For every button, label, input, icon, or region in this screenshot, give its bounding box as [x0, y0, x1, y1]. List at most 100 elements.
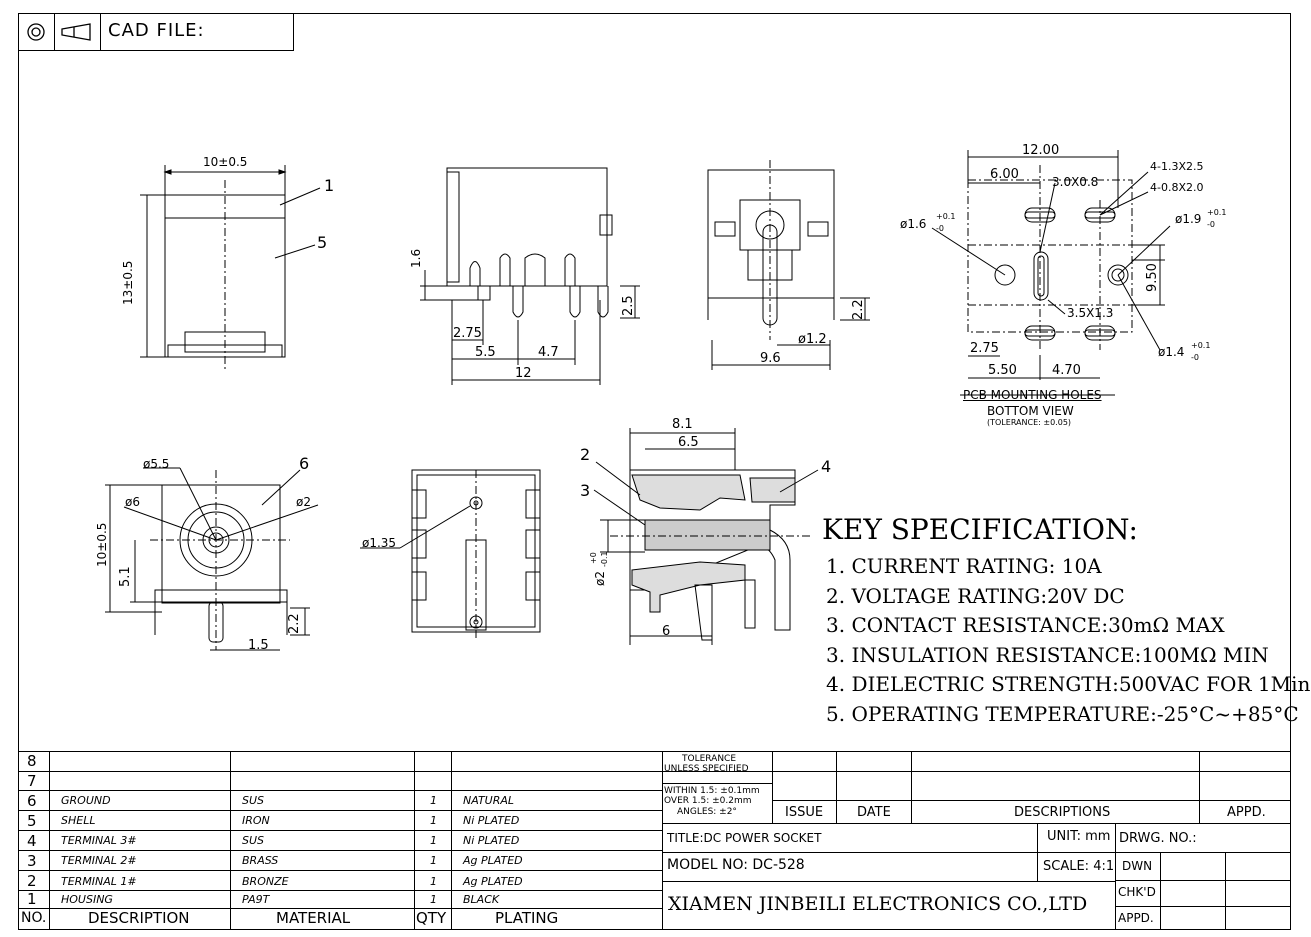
bom-row-plating: BLACK: [463, 893, 500, 906]
bom-row-no: 2: [27, 872, 37, 890]
balloon-4: 4: [821, 457, 832, 476]
cad-file-label: CAD FILE:: [108, 20, 205, 41]
rear-dim-dia1-2: ø1.2: [798, 332, 827, 347]
bom-row-qty: 1: [430, 893, 437, 906]
company-name: XIAMEN JINBEILI ELECTRONICS CO.,LTD: [668, 893, 1088, 915]
pcb-holes-0-8x2-0: 4-0.8X2.0: [1150, 181, 1204, 194]
side-dim-5-5: 5.5: [475, 345, 496, 360]
bom-row-qty: 1: [430, 854, 437, 867]
pcb-holes-1-3x2-5: 4-1.3X2.5: [1150, 160, 1204, 173]
bom-row-mat: SUS: [242, 834, 265, 847]
face-view: [105, 467, 319, 651]
front-height-dim: 13±0.5: [121, 260, 135, 305]
balloon-1: 1: [324, 176, 335, 195]
tolerance-angles: ANGLES: ±2°: [677, 807, 737, 817]
bom-row-plating: Ni PLATED: [463, 814, 520, 827]
rear-dim-9-6: 9.6: [760, 351, 781, 366]
tolerance-label: TOLERANCE: [682, 754, 737, 764]
face-dia-2: ø2: [296, 495, 311, 509]
model-number: MODEL NO: DC-528: [667, 857, 805, 873]
side-view: [420, 167, 640, 385]
bom-row-desc: HOUSING: [61, 893, 113, 906]
face-dia-5-5: ø5.5: [143, 457, 170, 471]
balloon-5: 5: [317, 233, 328, 252]
front-width-dim: 10±0.5: [203, 155, 248, 169]
appd-label: APPD.: [1227, 805, 1266, 820]
key-spec-item: 4. DIELECTRIC STRENGTH:500VAC FOR 1Min: [826, 672, 1311, 696]
side-dim-2-75: 2.75: [453, 326, 482, 341]
bom-row-no: 5: [27, 812, 37, 830]
front-view: [140, 165, 321, 370]
date-label: DATE: [857, 805, 891, 820]
key-spec-item: 5. OPERATING TEMPERATURE:-25°C~+85°C: [826, 702, 1299, 726]
pcb-dia-1-4-tol-up: +0.1: [1191, 341, 1211, 350]
drawn-by-label: DWN: [1122, 859, 1153, 873]
face-dia-6: ø6: [125, 495, 140, 509]
bom-row-no: 7: [27, 772, 37, 790]
pcb-dia-1-4-tol-dn: -0: [1191, 353, 1199, 362]
key-spec-item: 2. VOLTAGE RATING:20V DC: [826, 584, 1125, 608]
face-dim-5-1: 5.1: [118, 566, 133, 587]
top-view: [360, 469, 541, 640]
balloon-6: 6: [299, 454, 310, 473]
section-dim-6-5: 6.5: [678, 435, 699, 450]
key-spec-title: KEY SPECIFICATION:: [822, 513, 1138, 546]
pcb-subtitle: BOTTOM VIEW: [987, 404, 1074, 418]
drawing-number-label: DRWG. NO.:: [1119, 831, 1197, 846]
pcb-dia-1-6-tol-up: +0.1: [936, 212, 956, 221]
scale-label: SCALE: 4:1: [1043, 859, 1115, 874]
checked-label: CHK'D: [1118, 885, 1156, 899]
section-pin-tol-dn: -0.1: [600, 551, 609, 567]
bom-row-plating: NATURAL: [463, 794, 515, 807]
section-view: [593, 428, 819, 645]
key-spec-item: 3. INSULATION RESISTANCE:100MΩ MIN: [826, 643, 1269, 667]
pcb-slot-3-5x1-3: 3.5X1.3: [1067, 306, 1114, 320]
bom-row-mat: PA9T: [242, 893, 270, 906]
section-dim-8-1: 8.1: [672, 417, 693, 432]
tolerance-unless: UNLESS SPECIFIED: [664, 764, 749, 774]
bom-row-no: 1: [27, 890, 37, 908]
projection-circle-icon: [27, 23, 45, 41]
bom-row-desc: TERMINAL 3#: [61, 834, 137, 847]
bom-row-plating: Ag PLATED: [463, 854, 523, 867]
pcb-slot-3x0-8: 3.0X0.8: [1052, 175, 1099, 189]
projection-cone-icon: [61, 23, 91, 41]
technical-drawing: [105, 150, 1171, 651]
bom-row-desc: GROUND: [61, 794, 111, 807]
pcb-dim-5-5: 5.50: [988, 363, 1017, 378]
bom-row-no: 4: [27, 832, 37, 850]
face-dim-1-5: 1.5: [248, 638, 269, 653]
section-pin-tol-up: +0: [589, 552, 598, 564]
pcb-dia-1-9-tol-up: +0.1: [1207, 208, 1227, 217]
balloon-2: 2: [580, 445, 591, 464]
approved-label: APPD.: [1118, 911, 1154, 925]
section-pin-dia: ø2: [593, 571, 607, 586]
pcb-dim-9-5: 9.50: [1145, 263, 1160, 292]
pcb-dim-4-7: 4.70: [1052, 363, 1081, 378]
bom-header-material: MATERIAL: [276, 909, 351, 927]
pcb-dia-1-9: ø1.9: [1175, 212, 1202, 226]
balloon-3: 3: [580, 481, 591, 500]
bom-row-mat: BRASS: [242, 854, 279, 867]
side-dim-4-7: 4.7: [538, 345, 559, 360]
bom-row-no: 8: [27, 752, 37, 770]
key-spec-item: 1. CURRENT RATING: 10A: [826, 554, 1102, 578]
bom-row-plating: Ag PLATED: [463, 875, 523, 888]
drawing-title: TITLE:DC POWER SOCKET: [667, 831, 822, 845]
pcb-dia-1-4: ø1.4: [1158, 345, 1185, 359]
side-dim-2-5: 2.5: [621, 295, 636, 316]
tolerance-within: WITHIN 1.5: ±0.1mm: [664, 786, 760, 796]
pcb-title: PCB MOUNTING HOLES: [963, 388, 1102, 402]
pcb-view: [931, 150, 1171, 396]
descriptions-label: DESCRIPTIONS: [1014, 805, 1111, 820]
bom-row-desc: TERMINAL 2#: [61, 854, 137, 867]
bom-row-mat: BRONZE: [242, 875, 289, 888]
bom-row-desc: SHELL: [61, 814, 96, 827]
top-dia-1-35: ø1.35: [362, 536, 397, 550]
bom-row-mat: IRON: [242, 814, 270, 827]
face-dim-10: 10±0.5: [95, 522, 109, 567]
bom-row-plating: Ni PLATED: [463, 834, 520, 847]
side-dim-12: 12: [515, 366, 532, 381]
bom-row-desc: TERMINAL 1#: [61, 875, 137, 888]
bom-row-qty: 1: [430, 814, 437, 827]
